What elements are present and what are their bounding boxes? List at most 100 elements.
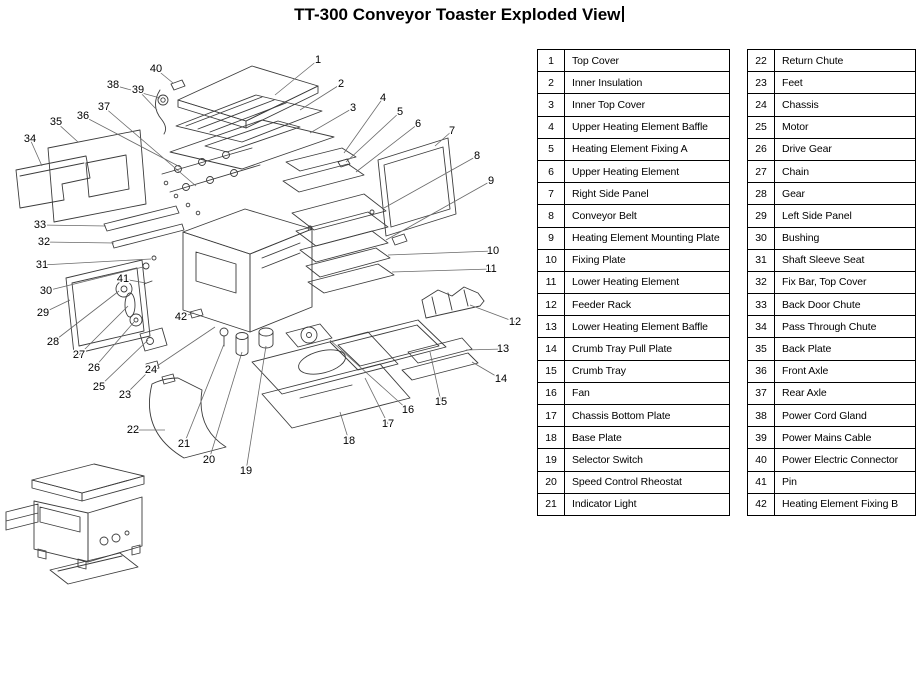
callout-leader-line: [150, 326, 216, 371]
callout-leader-line: [429, 351, 442, 403]
part-label: Fixing Plate: [564, 248, 730, 272]
callout-number: 37: [98, 101, 110, 113]
exploded-view-diagram: 1234567891011121314151617181920212223242…: [5, 53, 523, 585]
part-number: 6: [537, 159, 565, 184]
conveyor-belt-shape: [291, 193, 389, 247]
callout-number: 21: [178, 438, 190, 450]
part-label: Shaft Sleeve Seat: [774, 248, 916, 272]
callout-leader-line: [471, 361, 502, 380]
part-number: 30: [747, 226, 775, 250]
callout-leader-line: [29, 138, 43, 167]
part-label: Back Plate: [774, 337, 916, 361]
left-side-panel-shape: [65, 259, 151, 355]
callout-leader-line: [122, 278, 147, 284]
callout-number: 33: [34, 219, 46, 231]
callout-number: 2: [338, 78, 344, 90]
part-number: 29: [747, 204, 775, 228]
part-number: 16: [537, 381, 565, 406]
callout-leader-line: [299, 83, 342, 111]
part-number: 19: [537, 448, 565, 472]
part-label: Pin: [774, 470, 916, 494]
part-label: Conveyor Belt: [564, 204, 730, 228]
callout-number: 16: [402, 404, 414, 416]
callout-number: 4: [380, 92, 386, 104]
callout-number: 6: [415, 118, 421, 130]
part-number: 1: [537, 48, 565, 73]
callout-number: 25: [93, 381, 105, 393]
part-number: 27: [747, 159, 775, 184]
callout-leader-line: [41, 258, 152, 266]
part-label: Fan: [564, 381, 730, 406]
part-number: 24: [747, 93, 775, 117]
callout-number: 12: [509, 316, 521, 328]
callout-leader-line: [155, 68, 174, 84]
part-number: 38: [747, 403, 775, 428]
callout-leader-line: [42, 299, 71, 314]
part-number: 7: [537, 182, 565, 206]
part-number: 31: [747, 248, 775, 272]
callout-leader-line: [465, 348, 504, 351]
callout-number: 14: [495, 373, 507, 385]
callout-leader-line: [339, 411, 350, 442]
callout-leader-line: [78, 305, 129, 356]
part-number: 15: [537, 359, 565, 383]
page-title-text: TT-300 Conveyor Toaster Exploded View: [294, 5, 621, 24]
top-cover-shape: [177, 65, 319, 129]
part-label: Front Axle: [774, 359, 916, 383]
part-label: Chassis Bottom Plate: [564, 403, 730, 428]
callout-number: 36: [77, 110, 89, 122]
callout-leader-line: [52, 290, 120, 343]
callout-leader-line: [434, 130, 453, 147]
callout-number: 38: [107, 79, 119, 91]
callout-leader-line: [274, 59, 319, 96]
part-label: Base Plate: [564, 426, 730, 450]
callout-number: 39: [132, 84, 144, 96]
part-label: Feeder Rack: [564, 293, 730, 317]
callout-number: 11: [485, 263, 496, 275]
part-number: 4: [537, 115, 565, 139]
part-number: 2: [537, 71, 565, 95]
exploded-parts-art: [15, 65, 485, 459]
callout-layer: 1234567891011121314151617181920212223242…: [22, 53, 522, 479]
part-label: Right Side Panel: [564, 182, 730, 206]
part-label: Feet: [774, 71, 916, 95]
part-label: Return Chute: [774, 48, 916, 73]
part-label: Inner Top Cover: [564, 93, 730, 117]
callout-number: 9: [488, 175, 494, 187]
callout-number: 5: [397, 106, 403, 118]
part-number: 25: [747, 115, 775, 139]
part-label: Pass Through Chute: [774, 315, 916, 339]
callout-number: 1: [315, 54, 321, 66]
part-label: Rear Axle: [774, 381, 916, 406]
part-number: 23: [747, 71, 775, 95]
part-number: 13: [537, 315, 565, 339]
part-label: Upper Heating Element Baffle: [564, 115, 730, 139]
callout-number: 10: [487, 245, 499, 257]
callout-number: 40: [150, 63, 162, 75]
part-number: 8: [537, 204, 565, 228]
